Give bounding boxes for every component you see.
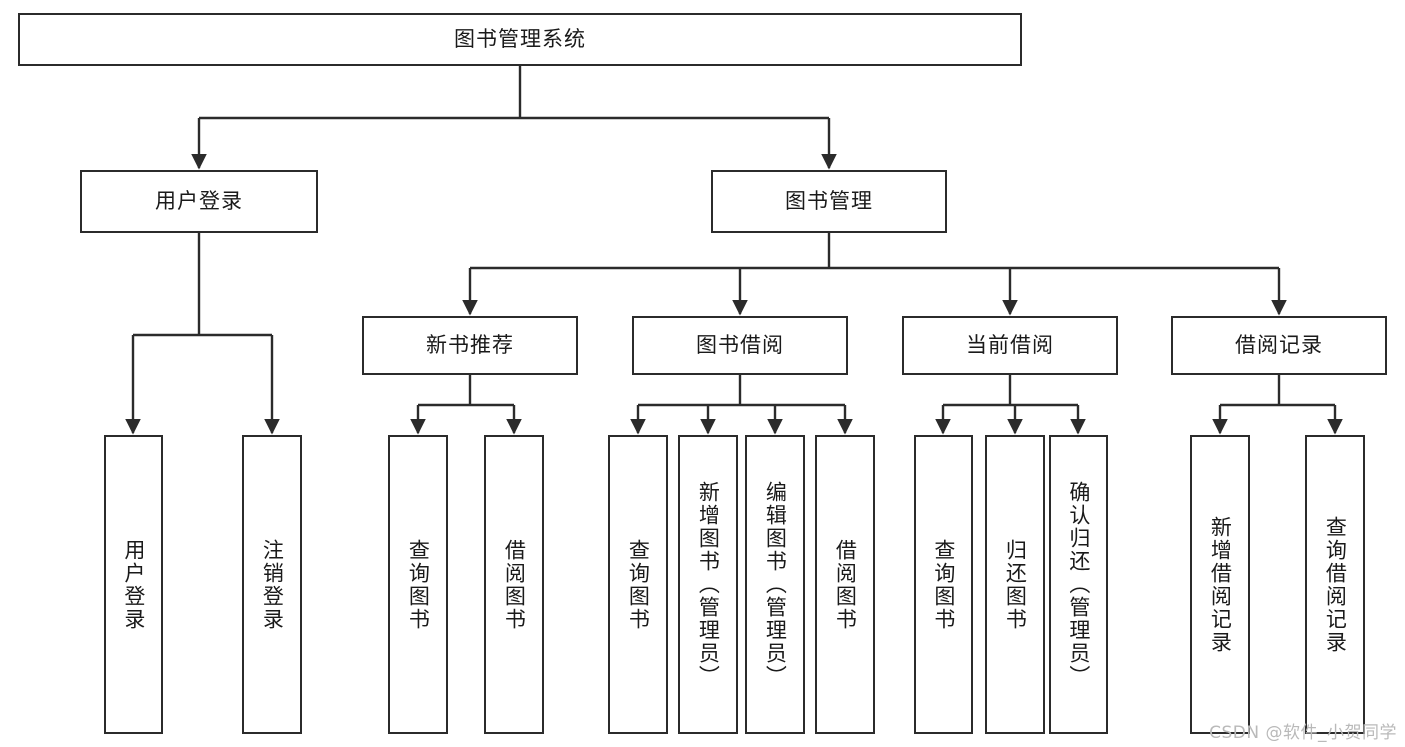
leaf-query-borrow-record[interactable]: 查询借阅记录 xyxy=(1305,435,1365,734)
leaf-confirm-return-admin[interactable]: 确认归还（管理员） xyxy=(1049,435,1108,734)
leaf-lend-book[interactable]: 借阅图书 xyxy=(815,435,875,734)
leaf-borrow-book-recommend[interactable]: 借阅图书 xyxy=(484,435,544,734)
node-new-book-recommend-label: 新书推荐 xyxy=(426,332,514,357)
node-borrow-record-label: 借阅记录 xyxy=(1235,332,1323,357)
leaf-return-book[interactable]: 归还图书 xyxy=(985,435,1045,734)
node-new-book-recommend[interactable]: 新书推荐 xyxy=(362,316,578,375)
csdn-watermark: CSDN @软件_小贺同学 xyxy=(1209,723,1397,743)
leaf-query-book-borrow[interactable]: 查询图书 xyxy=(608,435,668,734)
leaf-user-login-label: 用户登录 xyxy=(121,538,146,631)
node-book-management-label: 图书管理 xyxy=(785,188,873,213)
node-user-login-label: 用户登录 xyxy=(155,188,243,213)
leaf-add-borrow-record-label: 新增借阅记录 xyxy=(1208,515,1233,654)
leaf-query-book-current-label: 查询图书 xyxy=(931,538,956,631)
leaf-add-borrow-record[interactable]: 新增借阅记录 xyxy=(1190,435,1250,734)
leaf-user-login[interactable]: 用户登录 xyxy=(104,435,163,734)
leaf-logout-label: 注销登录 xyxy=(260,538,285,631)
leaf-lend-book-label: 借阅图书 xyxy=(833,538,858,631)
node-user-login[interactable]: 用户登录 xyxy=(80,170,318,233)
leaf-confirm-return-admin-label: 确认归还（管理员） xyxy=(1066,481,1091,688)
leaf-query-borrow-record-label: 查询借阅记录 xyxy=(1323,515,1348,654)
node-root[interactable]: 图书管理系统 xyxy=(18,13,1022,66)
leaf-query-book-recommend[interactable]: 查询图书 xyxy=(388,435,448,734)
node-current-borrow-label: 当前借阅 xyxy=(966,332,1054,357)
leaf-edit-book-admin[interactable]: 编辑图书（管理员） xyxy=(745,435,805,734)
leaf-add-book-admin[interactable]: 新增图书（管理员） xyxy=(678,435,738,734)
node-book-borrow-label: 图书借阅 xyxy=(696,332,784,357)
leaf-query-book-borrow-label: 查询图书 xyxy=(626,538,651,631)
leaf-query-book-current[interactable]: 查询图书 xyxy=(914,435,973,734)
node-book-management[interactable]: 图书管理 xyxy=(711,170,947,233)
node-borrow-record[interactable]: 借阅记录 xyxy=(1171,316,1387,375)
leaf-query-book-recommend-label: 查询图书 xyxy=(406,538,431,631)
node-current-borrow[interactable]: 当前借阅 xyxy=(902,316,1118,375)
leaf-logout[interactable]: 注销登录 xyxy=(242,435,302,734)
node-root-label: 图书管理系统 xyxy=(454,26,586,51)
leaf-add-book-admin-label: 新增图书（管理员） xyxy=(696,481,721,688)
leaf-return-book-label: 归还图书 xyxy=(1003,538,1028,631)
leaf-edit-book-admin-label: 编辑图书（管理员） xyxy=(763,481,788,688)
node-book-borrow[interactable]: 图书借阅 xyxy=(632,316,848,375)
leaf-borrow-book-recommend-label: 借阅图书 xyxy=(502,538,527,631)
